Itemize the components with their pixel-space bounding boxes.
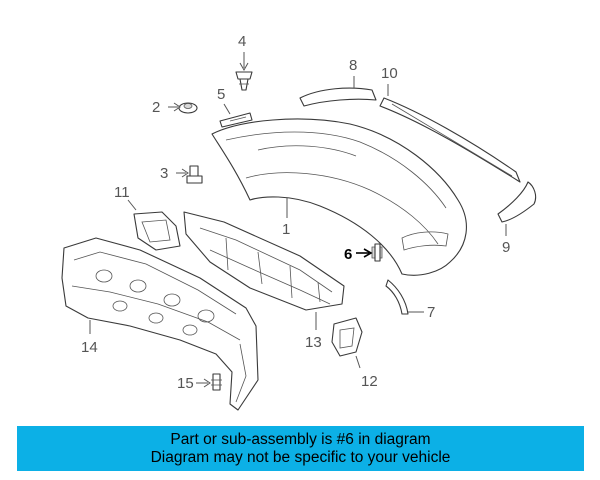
- part-14-panel: [61, 237, 259, 411]
- callout-7: 7: [427, 304, 435, 321]
- part-5-bracket: [219, 112, 253, 128]
- part-15-bolt: [211, 373, 222, 391]
- callout-15: 15: [177, 375, 194, 392]
- callout-8: 8: [349, 57, 357, 74]
- banner-line-2: Diagram may not be specific to your vehi…: [150, 448, 451, 466]
- callout-3: 3: [160, 165, 168, 182]
- callout-6: 6: [344, 246, 352, 263]
- arrow-4: [239, 62, 249, 72]
- part-2-nut: [178, 102, 198, 114]
- leader-12: [355, 355, 361, 369]
- leader-5: [223, 103, 231, 115]
- callout-10: 10: [381, 65, 398, 82]
- arrow-2: [173, 102, 181, 112]
- part-4-clip: [235, 71, 253, 91]
- banner-line-1: Part or sub-assembly is #6 in diagram: [170, 430, 431, 448]
- arrow-6: [363, 248, 373, 258]
- part-9-end-cap: [497, 181, 537, 223]
- callout-14: 14: [81, 339, 98, 356]
- part-1-bumper-cover: [211, 118, 467, 276]
- part-7-arc-trim: [385, 279, 409, 315]
- info-banner: Part or sub-assembly is #6 in diagram Di…: [17, 426, 584, 471]
- callout-11: 11: [114, 184, 130, 201]
- part-3-bolt: [186, 165, 203, 184]
- part-13-absorber: [183, 211, 345, 311]
- part-8-trim: [299, 87, 377, 107]
- callout-2: 2: [152, 99, 160, 116]
- part-10-molding: [379, 97, 521, 183]
- part-11-bracket: [133, 211, 181, 251]
- callout-12: 12: [361, 373, 378, 390]
- arrow-3: [181, 168, 189, 178]
- leader-11: [127, 199, 137, 211]
- part-6-clip: [371, 243, 383, 262]
- part-12-side-bracket: [331, 317, 363, 357]
- callout-4: 4: [238, 33, 246, 50]
- callout-5: 5: [217, 86, 225, 103]
- callout-1: 1: [282, 221, 290, 238]
- arrow-15: [203, 378, 211, 388]
- callout-13: 13: [305, 334, 322, 351]
- callout-9: 9: [502, 239, 510, 256]
- parts-diagram: 4 2 5 3 1 8 10: [61, 33, 537, 411]
